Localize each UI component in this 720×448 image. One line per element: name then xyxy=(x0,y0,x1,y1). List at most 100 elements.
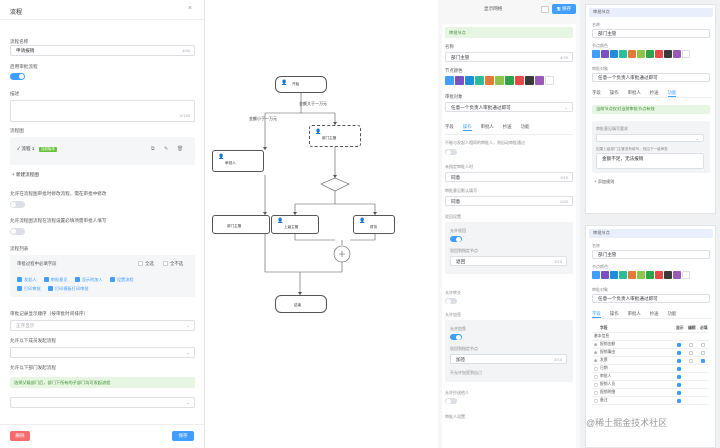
name-label: 流程名称 xyxy=(10,39,29,44)
flow-node-b[interactable]: 👤审批人 xyxy=(212,150,264,172)
allow-modify-toggle[interactable] xyxy=(10,201,25,208)
edit-icon[interactable]: ✎ xyxy=(164,146,169,152)
field-icon: ▢ xyxy=(594,399,598,403)
field-row[interactable]: ▢审批人 xyxy=(592,374,709,381)
node-tabs[interactable]: 字段操作审批人抄送功能 xyxy=(445,124,573,135)
right1-add-rule[interactable]: + 添加规则 xyxy=(594,179,615,184)
flow-node-e[interactable]: 👤财务 xyxy=(353,215,395,234)
copy-icon[interactable]: ⧉ xyxy=(151,146,155,152)
desc-input[interactable]: 0/140 xyxy=(10,100,195,122)
auto-approve-toggle[interactable] xyxy=(445,149,457,155)
field-row[interactable]: ⊕报销金额 xyxy=(592,342,709,349)
edge-label-2: 金额小于一万元 xyxy=(249,116,277,121)
flow-node-d[interactable]: 👤上级主管 xyxy=(271,215,319,234)
field-icon: ▢ xyxy=(594,391,598,395)
right2-name-label: 名称 xyxy=(592,243,600,248)
node-name-label: 名称 xyxy=(445,44,454,49)
flow-edges xyxy=(263,93,377,295)
flow-canvas[interactable]: 👤开始 👤部门主管 👤审批人 部门主管 👤上级主管 👤财务 结束 金额大于一万元… xyxy=(205,0,438,448)
process-label: 流程图 xyxy=(10,128,24,133)
approver-select[interactable]: 任意一个负责人审批通过即可⌄ xyxy=(445,102,573,112)
right2-name-input[interactable]: 部门主管 xyxy=(592,250,710,259)
right1-color-label: 节点颜色 xyxy=(592,43,608,48)
color-swatches[interactable] xyxy=(445,76,575,86)
field-icon: ⊕ xyxy=(594,343,598,347)
field-box: 审批过程中必填字段 全选 全不选 发起人 审批意见 显示附加人 设置流程 打印审… xyxy=(10,255,195,297)
save-icon: 🖫 xyxy=(556,6,561,11)
flow-node-start[interactable]: 👤开始 xyxy=(275,76,327,93)
field-row[interactable]: ▢报销人员 xyxy=(592,382,709,389)
field-icon: ▢ xyxy=(594,375,598,379)
departments-label: 允许以下部门发起流程 xyxy=(10,365,56,370)
field-checks[interactable]: 发起人 审批意见 显示附加人 设置流程 打印审批 打印模板打印审批 xyxy=(17,275,192,293)
right1-swatches[interactable] xyxy=(592,50,716,60)
field-row[interactable]: ⊕报销事由 xyxy=(592,350,709,357)
countersign-label: 允许加签 xyxy=(445,312,461,317)
node-panel-top: 审批节点 名称 部门主管 节点颜色 审批对象 任意一个负责人审批通过即可 字段操… xyxy=(585,4,716,214)
cc-label: 允许抄送他人 xyxy=(445,390,469,395)
right2-tabs[interactable]: 字段操作审批人抄送功能 xyxy=(592,311,712,319)
right1-tabs[interactable]: 字段操作审批人抄送功能 xyxy=(592,90,712,98)
version-badge: 当前版本 xyxy=(38,147,58,152)
delete-icon[interactable]: 🗑 xyxy=(177,146,184,152)
sort-select[interactable]: 正序显示⌄ xyxy=(10,320,195,331)
field-row[interactable]: 基本信息 xyxy=(592,334,709,341)
auto-approve-label: 不能与发起人相同的审批人，则自动审批通过 xyxy=(445,140,525,145)
right1-name-input[interactable]: 部门主管 xyxy=(592,29,710,38)
process-item[interactable]: ✓ 流程 1 当前版本 xyxy=(17,146,58,152)
countersign-toggle[interactable] xyxy=(450,334,462,340)
delete-button[interactable]: 删除 xyxy=(10,431,30,441)
select-all[interactable]: 全选 xyxy=(138,261,154,267)
top-save-button[interactable]: 🖫 保存 xyxy=(552,4,576,14)
right1-rule-box: 审批意见填写要求 ⌄ 如果上级部门主管没有填写，则由下一级审批 金额不足，无法报… xyxy=(592,121,710,173)
flow-node-c[interactable]: 部门主管 xyxy=(212,215,270,234)
approver-label: 审批对象 xyxy=(445,94,463,99)
grid-checkbox[interactable] xyxy=(541,6,549,13)
cc-toggle[interactable] xyxy=(445,398,457,404)
new-process-link[interactable]: + 新建流程图 xyxy=(12,172,39,177)
right1-who-select[interactable]: 任意一个负责人审批通过即可 xyxy=(592,73,710,82)
right2-title: 审批节点 xyxy=(589,229,713,238)
right2-who-select[interactable]: 任意一个负责人审批通过即可 xyxy=(592,294,710,303)
allow-flow-toggle[interactable] xyxy=(10,228,25,235)
close-icon[interactable]: × xyxy=(188,5,193,12)
watermark: @稀土掘金技术社区 xyxy=(586,418,668,428)
field-row[interactable]: ▢日期 xyxy=(592,366,709,373)
transfer-label: 允许转交 xyxy=(445,290,461,295)
right2-swatches[interactable] xyxy=(592,271,716,281)
allow-modify-label: 允许在流程图审批时修改流程，需在审批中修改 xyxy=(10,191,107,196)
enable-toggle[interactable] xyxy=(10,73,25,80)
field-row[interactable]: ▢备注 xyxy=(592,398,709,405)
default-opinion-label: 审批意见默认填写 xyxy=(445,188,477,193)
right1-rule-text[interactable]: 金额不足，无法报销 xyxy=(596,153,704,169)
save-button[interactable]: 保存 xyxy=(172,431,194,441)
refuse-label: 驳回设置 xyxy=(445,214,461,219)
refuse-toggle[interactable] xyxy=(450,236,462,242)
members-select[interactable]: ⌄ xyxy=(10,347,195,358)
departments-select[interactable]: ⌄ xyxy=(10,397,195,408)
transfer-toggle[interactable] xyxy=(445,298,457,304)
field-row[interactable]: ⊕发票 xyxy=(592,358,709,365)
person-icon: 👤 xyxy=(218,154,225,160)
field-row[interactable]: ▢报销明细 xyxy=(592,390,709,397)
detail-label: 流程列表 xyxy=(10,246,29,251)
field-icon: ⊕ xyxy=(594,359,598,363)
node-color-label: 节点颜色 xyxy=(445,68,463,73)
select-none[interactable]: 全不选 xyxy=(163,261,183,267)
field-table-header: 字段 显示 编辑 必填 xyxy=(592,326,709,333)
flow-node-a[interactable]: 👤部门主管 xyxy=(309,125,361,147)
allow-flow-label: 允许流程图流程在流程设置必填项需审批人填写 xyxy=(10,218,107,223)
flow-node-end[interactable]: 结束 xyxy=(275,295,327,313)
edge-label-1: 金额大于一万元 xyxy=(299,101,327,106)
desc-label: 描述 xyxy=(10,91,20,96)
right1-rule-select[interactable]: ⌄ xyxy=(596,134,704,142)
